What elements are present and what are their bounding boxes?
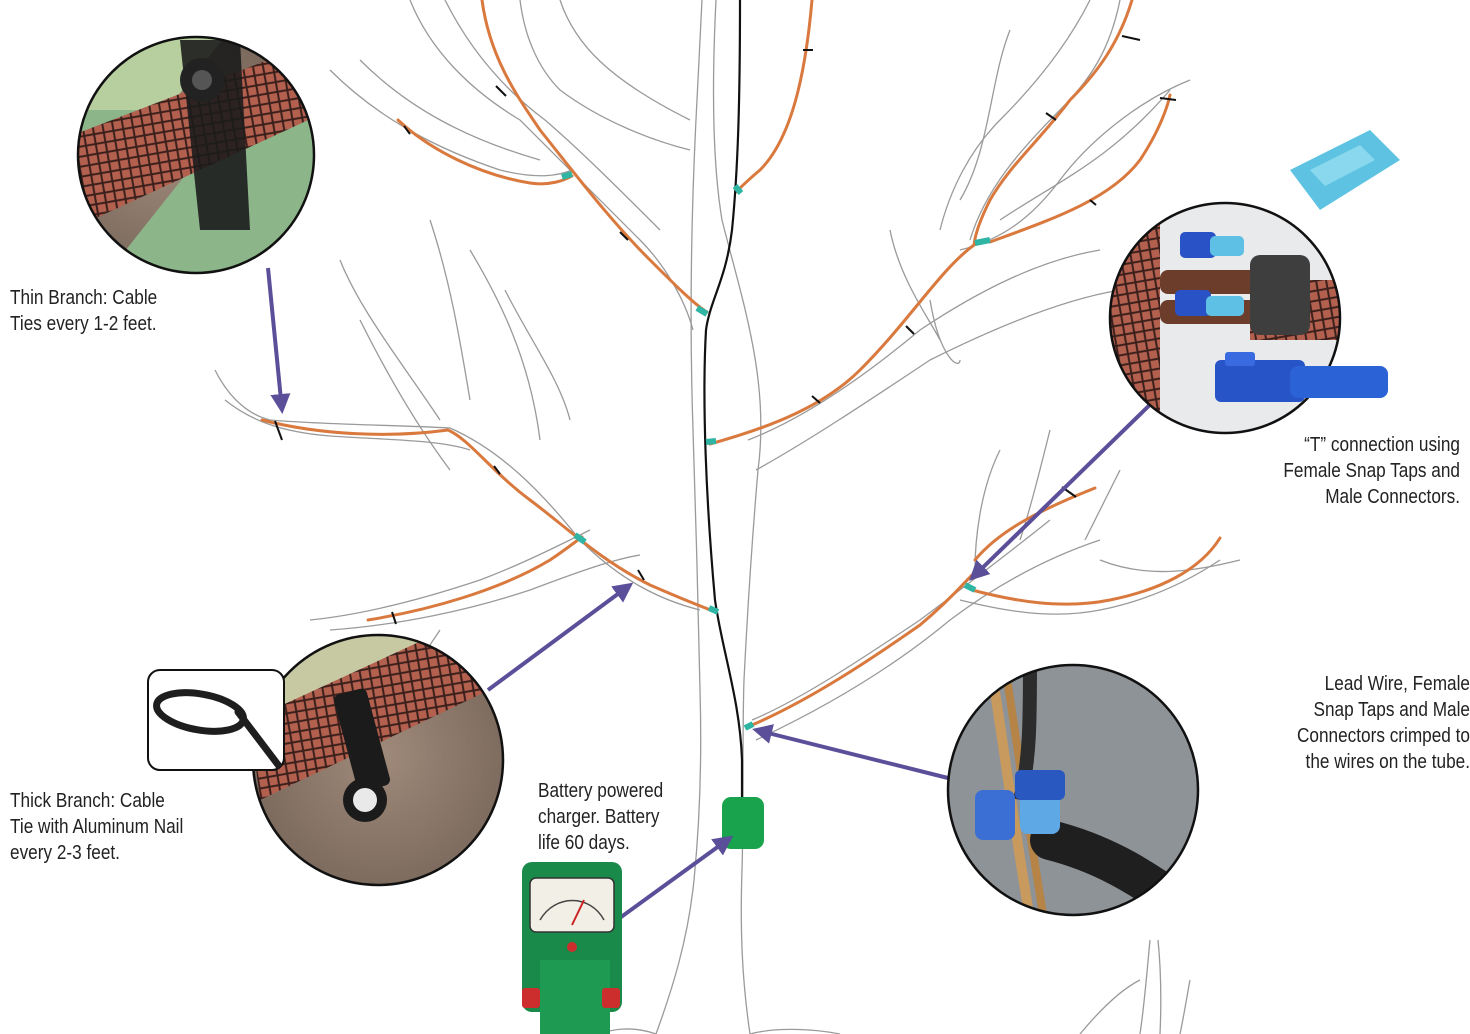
arrow-lead-wire xyxy=(752,724,949,780)
photo-thin-branch-cable-tie xyxy=(76,35,316,275)
male-connector-photo xyxy=(1290,130,1400,210)
callout-arrows xyxy=(266,267,1164,922)
tube-lower-left xyxy=(366,535,584,622)
female-snap-tap-photo xyxy=(1215,352,1388,402)
tube-right-upper-branch xyxy=(988,93,1172,244)
caption-t-connection: “T” connection using Female Snap Taps an… xyxy=(1283,434,1460,508)
cable-tie-marks xyxy=(274,35,1177,625)
inset-zip-tie xyxy=(147,669,285,771)
caption-thick-branch: Thick Branch: Cable Tie with Aluminum Na… xyxy=(10,790,184,864)
arrow-thick-branch xyxy=(486,582,634,692)
tube-right-long xyxy=(708,0,1134,446)
lead-wire xyxy=(703,0,744,830)
tube-lower-right-upper xyxy=(973,486,1097,562)
tube-upper-left-2 xyxy=(396,118,574,186)
photo-battery-charger xyxy=(522,862,622,1034)
tube-lower-right-branch xyxy=(970,536,1222,606)
tube-left-lower xyxy=(260,418,718,614)
arrow-t-connection xyxy=(969,391,1164,581)
orange-tubing xyxy=(260,0,1222,727)
photo-lead-wire-snap-taps xyxy=(946,663,1200,917)
photo-t-connection xyxy=(1108,130,1400,435)
connectors xyxy=(561,171,991,731)
tube-lower-right xyxy=(750,573,974,727)
tube-upper-left-1 xyxy=(480,0,709,314)
arrow-thin-branch xyxy=(266,267,291,414)
arrow-battery xyxy=(615,835,734,922)
caption-battery-charger: Battery powered charger. Battery life 60… xyxy=(538,780,664,854)
caption-thin-branch: Thin Branch: Cable Ties every 1-2 feet. xyxy=(10,287,158,335)
tube-upper-center xyxy=(734,0,814,194)
caption-lead-wire: Lead Wire, Female Snap Taps and Male Con… xyxy=(1296,673,1470,773)
photo-thick-branch-nail-tie xyxy=(251,633,505,887)
